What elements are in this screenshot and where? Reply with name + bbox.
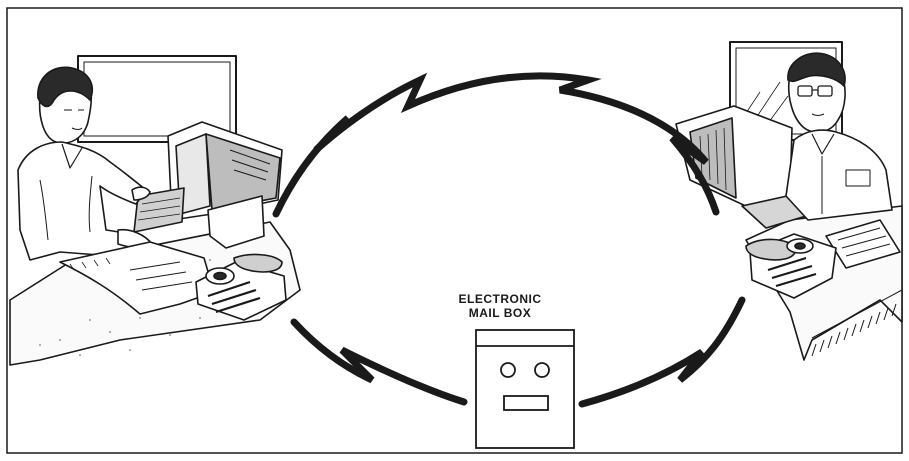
right-paper [825, 219, 901, 269]
right-workstation [675, 41, 903, 361]
mailbox-label-line1: ELECTRONIC [458, 292, 542, 306]
link-lower-right [578, 296, 746, 408]
communication-links [272, 72, 746, 408]
left-workstation [9, 55, 301, 366]
link-lower-left [290, 318, 468, 406]
mailbox-label: ELECTRONIC MAIL BOX [440, 292, 560, 320]
link-upper-arc [272, 72, 720, 218]
electronic-mailbox [475, 329, 575, 449]
mailbox-label-line2: MAIL BOX [468, 306, 532, 320]
right-person-body [785, 129, 893, 221]
mailbox-slot [503, 395, 549, 411]
mailbox-cabinet [475, 329, 575, 449]
mailbox-indicator-left [500, 362, 516, 378]
mailbox-indicator-right [534, 362, 550, 378]
